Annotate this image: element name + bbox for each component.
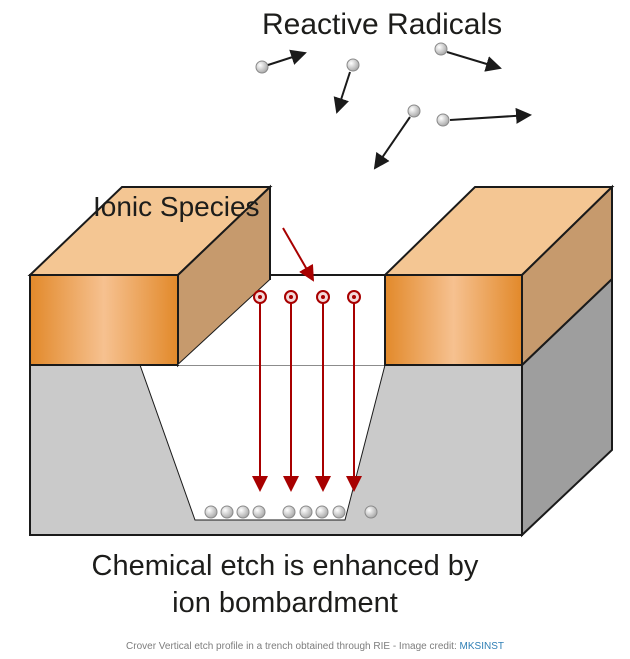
radical-arrow — [333, 71, 351, 114]
reactive-radicals: Reactive Radicals — [255, 8, 532, 170]
radical-particle — [346, 58, 360, 72]
radical-particle — [434, 42, 448, 56]
surface-particle — [204, 505, 218, 519]
radical-arrow — [267, 49, 307, 66]
surface-particle — [299, 505, 313, 519]
radical-arrow — [446, 51, 502, 72]
surface-particle — [332, 505, 346, 519]
trench-bottom-particles — [204, 505, 378, 519]
main-statement-line2: ion bombardment — [172, 587, 398, 619]
left-mask-front — [29, 274, 179, 366]
credit-link[interactable]: MKSINST — [459, 641, 504, 652]
right-mask-front — [384, 274, 523, 366]
figure-caption: Crover Vertical etch profile in a trench… — [0, 641, 630, 652]
ionic-species: Ionic Species — [93, 191, 362, 492]
surface-particle — [236, 505, 250, 519]
trench-opening — [178, 280, 385, 365]
surface-particle — [364, 505, 378, 519]
radical-arrow — [449, 107, 532, 124]
radical-particle — [407, 104, 421, 118]
radical-particle — [255, 60, 269, 74]
caption-text: Crover Vertical etch profile in a trench… — [126, 641, 460, 652]
surface-particle — [315, 505, 329, 519]
reactive-radicals-label: Reactive Radicals — [262, 8, 502, 41]
surface-particle — [220, 505, 234, 519]
ionic-species-label: Ionic Species — [93, 191, 260, 222]
main-statement-line1: Chemical etch is enhanced by — [92, 550, 479, 582]
surface-particle — [282, 505, 296, 519]
ionic-species-pointer — [282, 227, 314, 282]
right-mask-block — [382, 184, 615, 368]
radical-arrow — [373, 116, 411, 170]
surface-particle — [252, 505, 266, 519]
radical-particle — [436, 113, 450, 127]
